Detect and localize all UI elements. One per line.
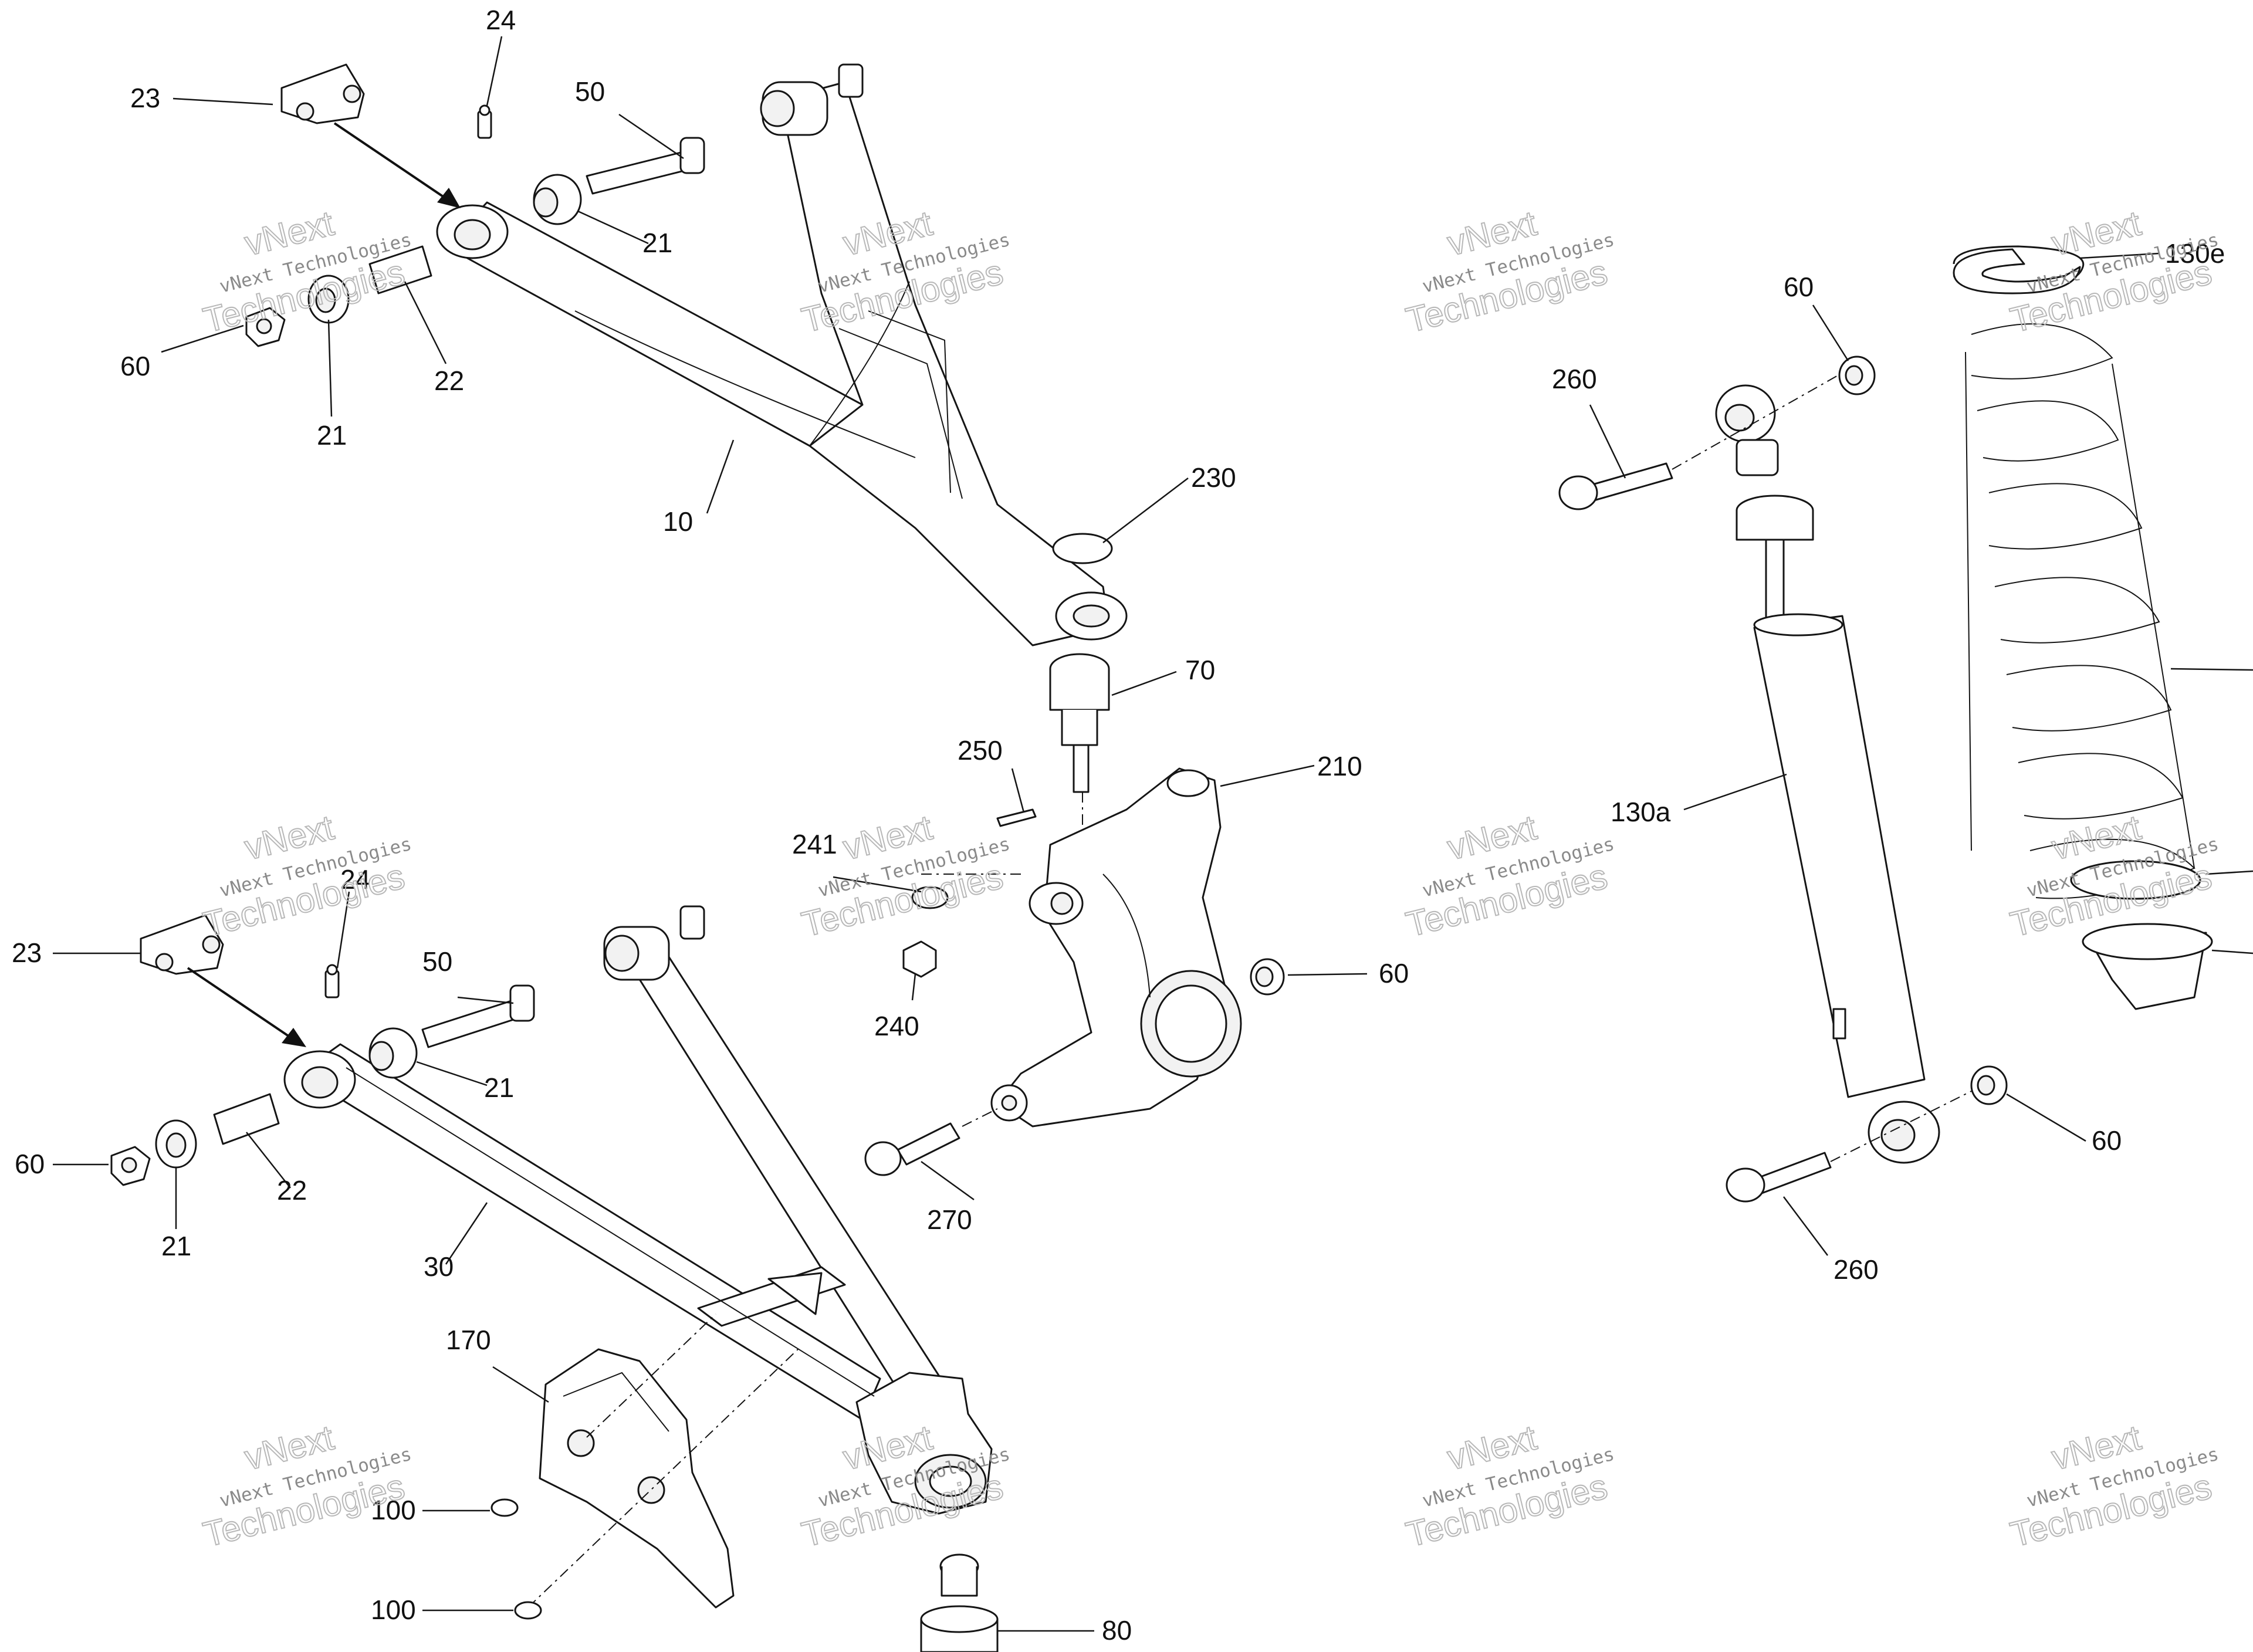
watermark-top-left: vNext vNext Technologies Technologies bbox=[199, 202, 414, 340]
shock-bolt-bottom bbox=[1726, 1152, 1832, 1203]
knuckle-washer bbox=[911, 886, 949, 909]
axis-line-skid-guard-2 bbox=[527, 1349, 799, 1608]
install-arrowhead-lower bbox=[282, 1028, 306, 1047]
retaining-ring bbox=[1052, 533, 1113, 564]
spring-retainer-clip bbox=[1953, 248, 2081, 294]
grease-fitting-upper bbox=[477, 104, 492, 139]
callout-24: 24 bbox=[486, 5, 516, 35]
callout-230: 230 bbox=[1191, 462, 1236, 493]
callout-130a: 130a bbox=[1611, 797, 1671, 827]
skid-guard bbox=[539, 1348, 735, 1609]
watermark-middle-left: vNext vNext Technologies Technologies bbox=[199, 807, 414, 945]
callout-260: 260 bbox=[1552, 364, 1597, 394]
axis-line-skid-guard bbox=[586, 1314, 716, 1438]
pivot-bolt-lower bbox=[421, 984, 535, 1048]
callout-21: 21 bbox=[642, 228, 672, 258]
callout-240: 240 bbox=[874, 1011, 919, 1041]
knuckle-side-nut bbox=[1250, 958, 1285, 996]
callout-22: 22 bbox=[277, 1175, 307, 1206]
watermark-middle-center: vNext vNext Technologies Technologies bbox=[797, 807, 1012, 945]
callout-170: 170 bbox=[446, 1325, 491, 1355]
callout-labels: 23 24 50 21 60 22 21 10 230 70 250 210 2… bbox=[12, 5, 2225, 1646]
watermark-top-right-center: vNext vNext Technologies Technologies bbox=[1402, 202, 1616, 340]
watermark-bottom-left: vNext vNext Technologies Technologies bbox=[199, 1417, 414, 1555]
callout-21: 21 bbox=[317, 420, 347, 451]
watermark-bottom-right-center: vNext vNext Technologies Technologies bbox=[1402, 1417, 1616, 1555]
ball-joint-lower bbox=[920, 1553, 999, 1652]
callout-60: 60 bbox=[15, 1149, 45, 1179]
callout-100: 100 bbox=[371, 1495, 416, 1525]
watermark-bottom-right: vNext vNext Technologies Technologies bbox=[2006, 1417, 2221, 1555]
callout-23: 23 bbox=[12, 937, 42, 968]
axis-line-shock-bottom bbox=[1830, 1085, 1984, 1162]
callout-270: 270 bbox=[927, 1204, 972, 1235]
watermark-bottom-center: vNext vNext Technologies Technologies bbox=[797, 1417, 1012, 1555]
bracket-plate-lower bbox=[140, 914, 224, 975]
ball-joint-upper bbox=[1049, 653, 1110, 793]
leader-lines bbox=[53, 36, 2253, 1632]
callout-21: 21 bbox=[161, 1231, 191, 1261]
watermark-middle-right-center: vNext vNext Technologies Technologies bbox=[1402, 807, 1616, 945]
callout-260: 260 bbox=[1833, 1254, 1879, 1285]
callout-50: 50 bbox=[575, 76, 605, 107]
install-arrowhead-upper bbox=[437, 188, 461, 208]
callout-70: 70 bbox=[1185, 655, 1215, 685]
install-arrow-lower bbox=[187, 967, 297, 1042]
callout-21: 21 bbox=[484, 1072, 514, 1103]
bushing-lower-front bbox=[368, 1027, 418, 1079]
callout-250: 250 bbox=[958, 735, 1003, 766]
axis-line-knuckle-bolt bbox=[962, 1108, 998, 1127]
cotter-pin bbox=[996, 808, 1037, 827]
lower-a-arm bbox=[283, 905, 993, 1515]
callout-60: 60 bbox=[1784, 272, 1814, 302]
callout-80: 80 bbox=[1102, 1615, 1132, 1646]
shock-bolt-top bbox=[1558, 462, 1673, 510]
callout-60: 60 bbox=[2092, 1125, 2122, 1156]
bushing-lower-rear bbox=[155, 1119, 197, 1169]
screw-lower bbox=[514, 1601, 542, 1620]
knuckle-bolt bbox=[864, 1122, 960, 1176]
shock-nut-bottom bbox=[1970, 1065, 2008, 1105]
bushing-upper-front bbox=[533, 174, 582, 225]
callout-22: 22 bbox=[434, 365, 464, 396]
coil-spring bbox=[1953, 245, 2213, 1010]
callout-210: 210 bbox=[1317, 751, 1362, 781]
knuckle-nut bbox=[902, 940, 937, 978]
sleeve-lower bbox=[213, 1093, 280, 1145]
shock-nut-top bbox=[1838, 356, 1876, 395]
pivot-bolt-upper bbox=[586, 137, 705, 195]
callout-30: 30 bbox=[424, 1251, 454, 1282]
callout-130e: 130e bbox=[2165, 238, 2225, 269]
bushing-upper-rear bbox=[307, 275, 350, 324]
bracket-plate-upper bbox=[280, 63, 365, 124]
callout-24: 24 bbox=[340, 864, 370, 895]
shock-absorber bbox=[1715, 384, 1940, 1164]
grease-fitting-lower bbox=[324, 964, 340, 998]
nut-lower bbox=[110, 1146, 151, 1186]
callout-60: 60 bbox=[1379, 958, 1409, 989]
sleeve-upper bbox=[368, 245, 432, 294]
callout-100: 100 bbox=[371, 1595, 416, 1625]
callout-241: 241 bbox=[792, 829, 837, 859]
upper-a-arm bbox=[436, 63, 1128, 646]
install-arrow-upper bbox=[333, 122, 453, 204]
steering-knuckle bbox=[990, 767, 1242, 1128]
callout-60: 60 bbox=[120, 351, 150, 381]
callout-23: 23 bbox=[130, 83, 160, 113]
nut-upper bbox=[245, 307, 286, 347]
watermark-middle-right: vNext vNext Technologies Technologies bbox=[2006, 807, 2221, 945]
callout-10: 10 bbox=[663, 506, 693, 537]
callout-50: 50 bbox=[422, 946, 452, 977]
screw-upper bbox=[490, 1498, 519, 1517]
